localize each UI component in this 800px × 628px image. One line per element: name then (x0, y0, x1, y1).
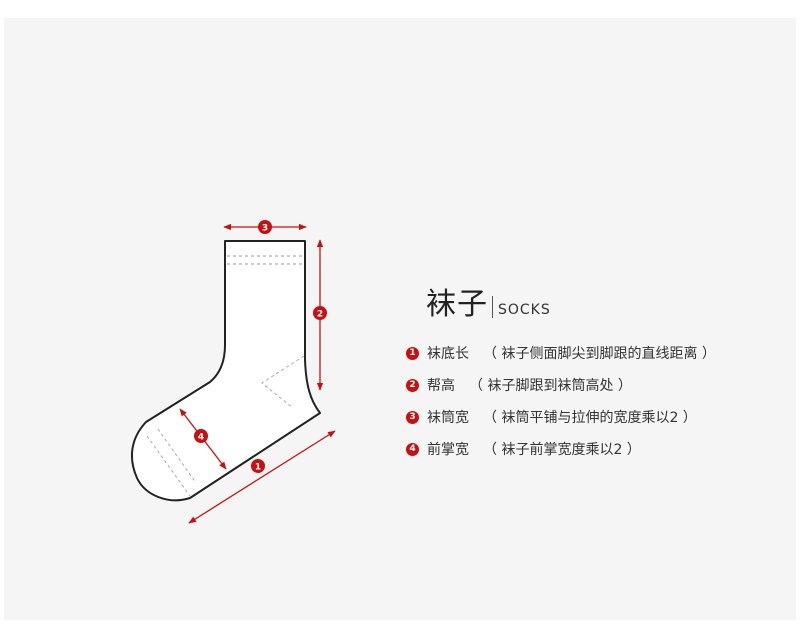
marker-4: 4 (194, 429, 208, 443)
svg-text:4: 4 (198, 433, 204, 443)
legend-desc: （ 袜筒平铺与拉伸的宽度乘以2 ） (483, 410, 697, 426)
title-cn: 袜子 (426, 287, 488, 322)
legend-list: 1 袜底长 （ 袜子侧面脚尖到脚跟的直线距离 ） 2 帮高 （ 袜子脚跟到袜筒高… (406, 343, 716, 471)
legend-desc: （ 袜子前掌宽度乘以2 ） (483, 442, 641, 458)
svg-text:3: 3 (262, 224, 268, 234)
svg-text:1: 1 (255, 463, 261, 473)
legend-item: 4 前掌宽 （ 袜子前掌宽度乘以2 ） (406, 439, 716, 459)
measure-line-1 (188, 430, 336, 524)
number-badge: 2 (406, 378, 419, 392)
svg-text:2: 2 (317, 310, 323, 320)
legend-term: 袜底长 (427, 346, 469, 362)
number-badge: 3 (406, 410, 419, 424)
legend-term: 前掌宽 (427, 442, 469, 458)
number-badge: 4 (406, 442, 419, 456)
number-badge: 1 (406, 346, 419, 360)
marker-1: 1 (251, 459, 265, 473)
image-panel (4, 18, 796, 620)
title-divider (492, 296, 493, 318)
legend-desc: （ 袜子脚跟到袜筒高处 ） (469, 378, 632, 394)
heel-patch (261, 355, 305, 409)
toe-patch (146, 435, 191, 497)
marker-2: 2 (313, 306, 327, 320)
title-en: SOCKS (498, 302, 551, 318)
marker-3: 3 (258, 220, 272, 234)
legend-item: 3 袜筒宽 （ 袜筒平铺与拉伸的宽度乘以2 ） (406, 407, 716, 427)
title: 袜子 SOCKS (426, 288, 551, 322)
legend-term: 袜筒宽 (427, 410, 469, 426)
sock-outline (131, 240, 321, 502)
legend-term: 帮高 (427, 378, 455, 394)
legend-item: 1 袜底长 （ 袜子侧面脚尖到脚跟的直线距离 ） (406, 343, 716, 363)
legend-desc: （ 袜子侧面脚尖到脚跟的直线距离 ） (483, 346, 716, 362)
legend-item: 2 帮高 （ 袜子脚跟到袜筒高处 ） (406, 375, 716, 395)
